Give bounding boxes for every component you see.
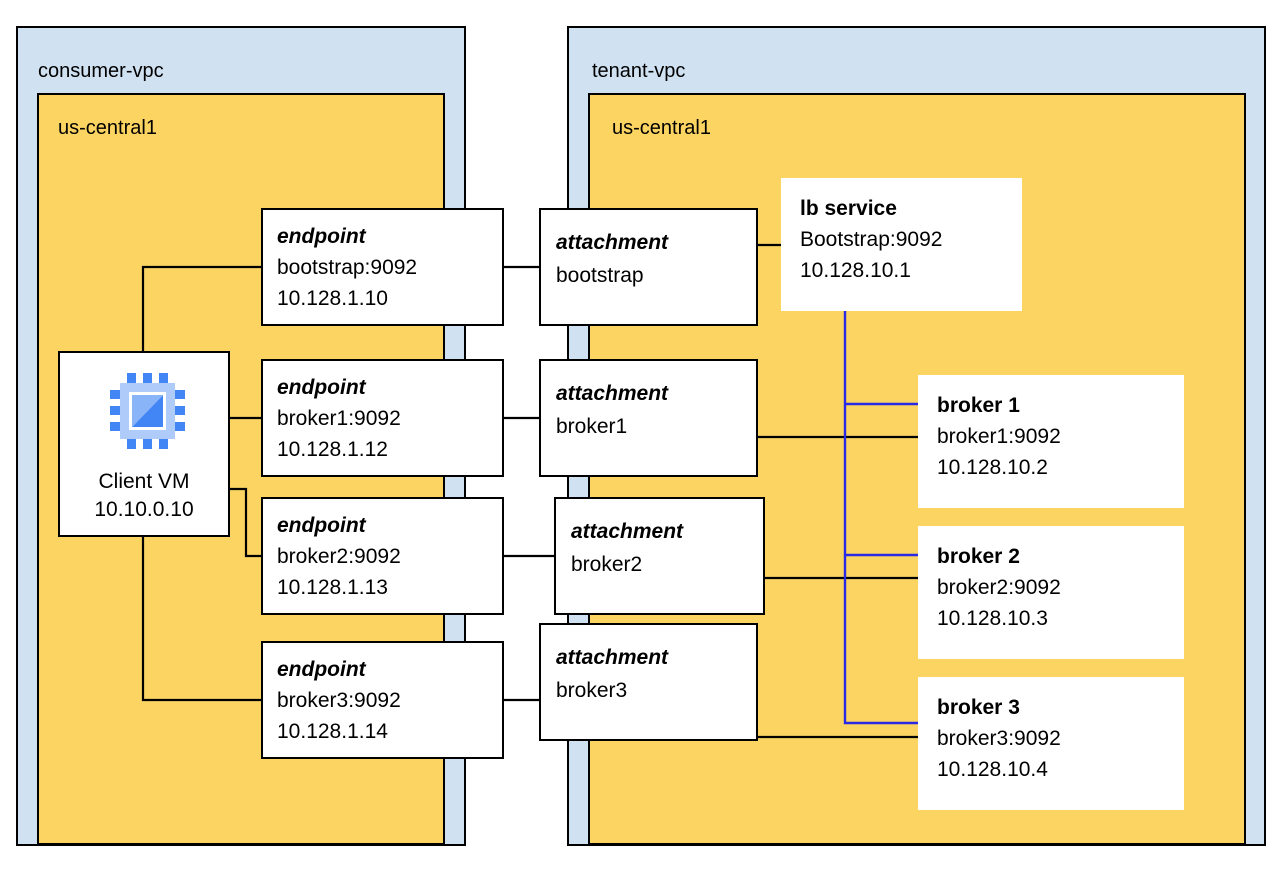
endpoint-bootstrap-box[interactable]: [261, 208, 504, 326]
consumer-vpc-label: consumer-vpc: [38, 60, 164, 82]
endpoint-broker2-box[interactable]: [261, 497, 504, 615]
lb-service-box[interactable]: [781, 178, 1022, 311]
endpoint-bootstrap-kind: endpoint: [277, 225, 367, 248]
cpu-chip-icon: [110, 373, 185, 449]
tenant-region-label: us-central1: [612, 117, 711, 139]
attachment-broker2-box[interactable]: [554, 497, 765, 615]
client-vm-node[interactable]: Client VM 10.10.0.10: [58, 351, 230, 537]
attachment-broker1[interactable]: attachment broker1: [539, 359, 758, 477]
tenant-vpc-label: tenant-vpc: [592, 60, 685, 82]
attachment-broker1-name: broker1: [556, 415, 627, 438]
attachment-broker1-kind: attachment: [556, 382, 669, 405]
broker-1-ip: 10.128.10.2: [937, 456, 1048, 479]
broker-2-endpoint: broker2:9092: [937, 576, 1061, 599]
consumer-region-label: us-central1: [58, 117, 157, 139]
broker-3-endpoint: broker3:9092: [937, 727, 1061, 750]
lb-service-ip: 10.128.10.1: [800, 259, 911, 282]
link-vm-to-endpoint-bootstrap: [141, 265, 262, 352]
endpoint-broker2[interactable]: endpoint broker2:9092 10.128.1.13: [261, 497, 504, 615]
endpoint-bootstrap-target: bootstrap:9092: [277, 256, 417, 279]
endpoint-bootstrap-ip: 10.128.1.10: [277, 287, 388, 310]
broker-3-title: broker 3: [937, 696, 1020, 719]
endpoint-broker1[interactable]: endpoint broker1:9092 10.128.1.12: [261, 359, 504, 477]
broker-1-box[interactable]: [918, 375, 1184, 508]
broker-3-ip: 10.128.10.4: [937, 758, 1048, 781]
attachment-broker2-name: broker2: [571, 553, 642, 576]
attachment-bootstrap-kind: attachment: [556, 231, 669, 254]
attachment-broker3-kind: attachment: [556, 646, 669, 669]
lb-service-broker-links: [843, 311, 918, 725]
client-vm-name: Client VM: [98, 470, 189, 493]
endpoint-broker1-target: broker1:9092: [277, 407, 401, 430]
broker-2-title: broker 2: [937, 545, 1020, 568]
lb-service-endpoint: Bootstrap:9092: [800, 228, 942, 251]
lb-service-title: lb service: [800, 197, 897, 220]
endpoint-broker3-kind: endpoint: [277, 658, 367, 681]
endpoint-broker3-ip: 10.128.1.14: [277, 720, 388, 743]
endpoint-broker3[interactable]: endpoint broker3:9092 10.128.1.14: [261, 641, 504, 759]
attachment-bootstrap[interactable]: attachment bootstrap: [539, 208, 758, 326]
attachment-broker3-box[interactable]: [539, 623, 758, 741]
link-vm-to-endpoint-broker2: [229, 487, 262, 558]
endpoint-broker1-kind: endpoint: [277, 376, 367, 399]
endpoint-broker3-target: broker3:9092: [277, 689, 401, 712]
attachment-broker1-box[interactable]: [539, 359, 758, 477]
broker-3-node[interactable]: broker 3 broker3:9092 10.128.10.4: [918, 677, 1184, 810]
attachment-broker2[interactable]: attachment broker2: [554, 497, 765, 615]
connector-lines: [141, 243, 918, 739]
endpoint-broker1-box[interactable]: [261, 359, 504, 477]
endpoint-broker2-ip: 10.128.1.13: [277, 576, 388, 599]
endpoint-broker2-kind: endpoint: [277, 514, 367, 537]
broker-2-node[interactable]: broker 2 broker2:9092 10.128.10.3: [918, 526, 1184, 659]
link-vm-to-endpoint-broker3: [141, 536, 262, 702]
endpoint-bootstrap[interactable]: endpoint bootstrap:9092 10.128.1.10: [261, 208, 504, 326]
endpoint-broker3-box[interactable]: [261, 641, 504, 759]
client-vm-ip: 10.10.0.10: [94, 498, 193, 521]
attachment-bootstrap-name: bootstrap: [556, 264, 644, 287]
endpoint-broker1-ip: 10.128.1.12: [277, 438, 388, 461]
broker-1-node[interactable]: broker 1 broker1:9092 10.128.10.2: [918, 375, 1184, 508]
lb-service-node[interactable]: lb service Bootstrap:9092 10.128.10.1: [781, 178, 1022, 311]
broker-2-box[interactable]: [918, 526, 1184, 659]
attachment-broker3-name: broker3: [556, 679, 627, 702]
broker-2-ip: 10.128.10.3: [937, 607, 1048, 630]
link-lb-to-broker3: [843, 311, 918, 725]
broker-1-title: broker 1: [937, 394, 1020, 417]
attachment-bootstrap-box[interactable]: [539, 208, 758, 326]
attachment-broker2-kind: attachment: [571, 520, 684, 543]
broker-1-endpoint: broker1:9092: [937, 425, 1061, 448]
endpoint-broker2-target: broker2:9092: [277, 545, 401, 568]
attachment-broker3[interactable]: attachment broker3: [539, 623, 758, 741]
broker-3-box[interactable]: [918, 677, 1184, 810]
